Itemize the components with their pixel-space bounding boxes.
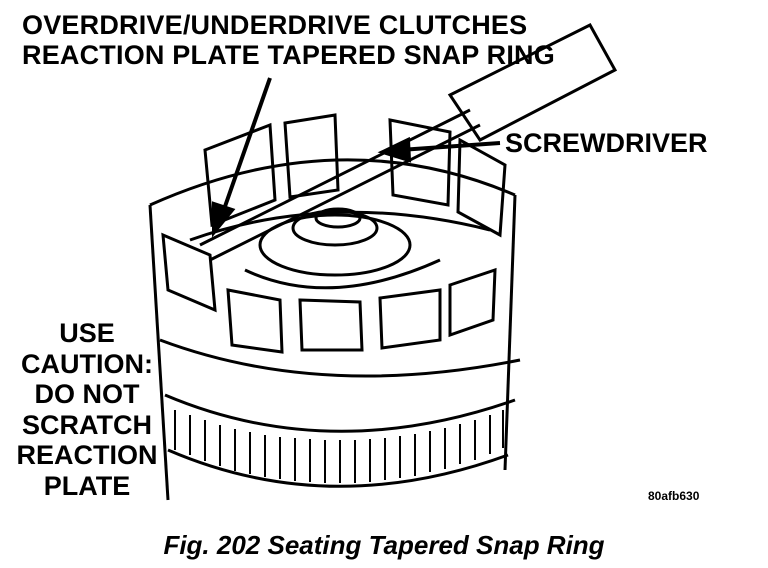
caution-line: PLATE bbox=[43, 470, 131, 501]
caution-line: DO NOT bbox=[34, 379, 140, 409]
snap-ring bbox=[189, 210, 491, 242]
screwdriver-leader bbox=[399, 141, 501, 152]
hub-outer bbox=[258, 213, 412, 277]
caution-line: SCRATCH bbox=[22, 409, 152, 440]
reaction-plate bbox=[244, 258, 441, 290]
part-label-line-2: REACTION PLATE TAPERED SNAP RING bbox=[22, 40, 555, 70]
drum-teeth bbox=[174, 410, 504, 483]
drum-rim-front bbox=[159, 338, 521, 378]
leader-arrows bbox=[212, 77, 501, 238]
caution-note: USE CAUTION: DO NOT SCRATCH REACTION PLA… bbox=[12, 318, 162, 501]
hub-inner bbox=[314, 207, 362, 229]
figure-code: 80afb630 bbox=[648, 489, 700, 503]
screwdriver-handle bbox=[447, 23, 618, 142]
screwdriver-arrowhead bbox=[377, 136, 412, 163]
figure-caption: Fig. 202 Seating Tapered Snap Ring bbox=[163, 530, 605, 560]
caution-line: USE bbox=[59, 318, 115, 348]
part-label-line-1: OVERDRIVE/UNDERDRIVE CLUTCHES bbox=[22, 10, 528, 40]
drum-lugs bbox=[161, 113, 507, 354]
drum-right-side bbox=[503, 194, 517, 471]
snap-ring-arrowhead bbox=[212, 201, 236, 238]
snap-ring-leader bbox=[220, 77, 272, 216]
caution-line: CAUTION: bbox=[21, 348, 153, 379]
screwdriver-shaft-top bbox=[199, 108, 471, 247]
screwdriver-label: SCREWDRIVER bbox=[505, 128, 708, 158]
caution-line: REACTION bbox=[16, 440, 158, 470]
clutch-drum bbox=[148, 113, 521, 501]
drum-left-side bbox=[148, 204, 170, 501]
tooth-band-top bbox=[164, 393, 516, 433]
tooth-band-bottom bbox=[167, 448, 509, 488]
